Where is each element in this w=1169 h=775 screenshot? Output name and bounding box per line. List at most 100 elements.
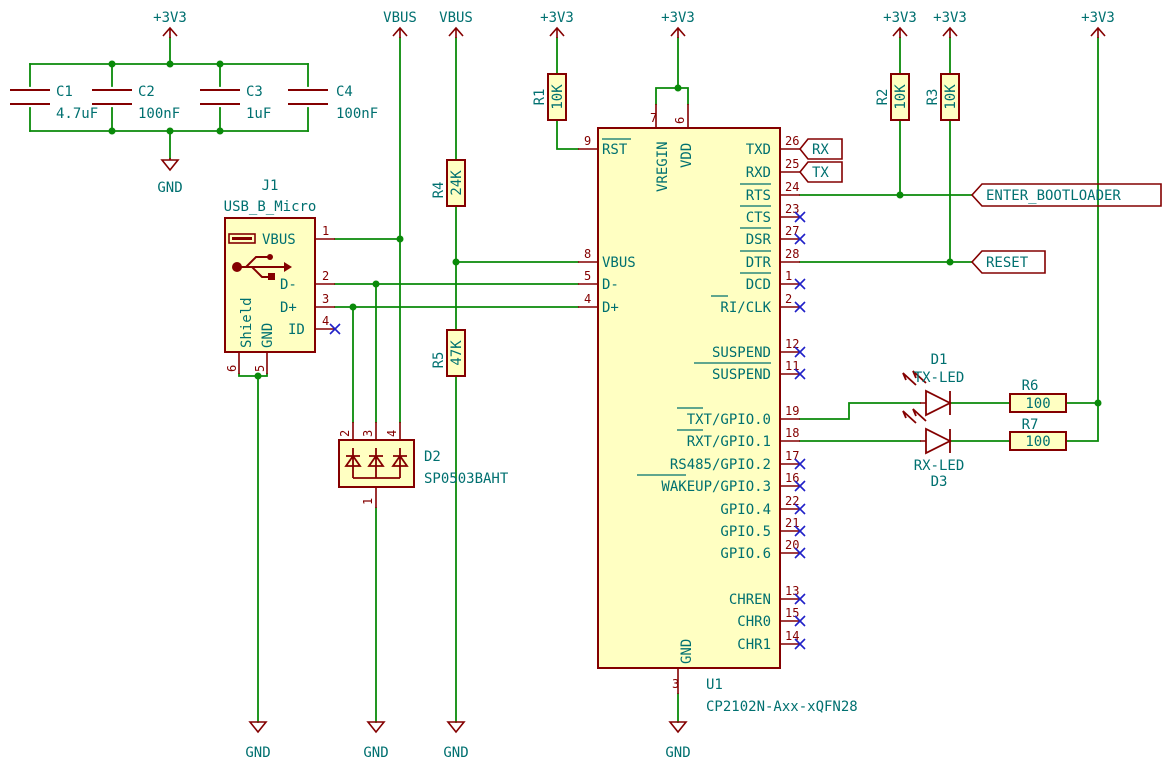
svg-text:R5: R5 <box>431 352 447 369</box>
svg-text:26: 26 <box>785 134 799 148</box>
svg-text:+3V3: +3V3 <box>153 10 187 26</box>
svg-text:3: 3 <box>322 292 329 306</box>
svg-text:28: 28 <box>785 247 799 261</box>
no-connect-j1-id <box>329 323 341 335</box>
svg-text:J1: J1 <box>262 178 279 194</box>
svg-text:GPIO.5: GPIO.5 <box>720 524 771 540</box>
svg-text:DSR: DSR <box>746 232 772 248</box>
svg-text:2: 2 <box>785 292 792 306</box>
junction-dots <box>108 60 1102 407</box>
svg-text:24K: 24K <box>449 170 465 196</box>
svg-text:GND: GND <box>665 745 690 761</box>
svg-text:TX: TX <box>812 165 829 181</box>
power-3v3-c: +3V3 <box>153 10 187 38</box>
svg-text:D+: D+ <box>280 300 297 316</box>
svg-text:R6: R6 <box>1022 378 1039 394</box>
svg-text:C4: C4 <box>336 84 353 100</box>
svg-text:1uF: 1uF <box>246 106 271 122</box>
power-vbus-2: VBUS <box>439 10 473 38</box>
gnd-r5: GND <box>443 721 469 761</box>
svg-text:1: 1 <box>785 269 792 283</box>
svg-text:VBUS: VBUS <box>383 10 417 26</box>
gnd-j1: GND <box>245 721 271 761</box>
svg-text:18: 18 <box>785 426 799 440</box>
svg-text:+3V3: +3V3 <box>661 10 695 26</box>
svg-text:TXD: TXD <box>746 142 771 158</box>
svg-text:C2: C2 <box>138 84 155 100</box>
svg-text:10K: 10K <box>550 84 566 110</box>
svg-text:GND: GND <box>157 180 182 196</box>
led-d3: RX-LED D3 <box>902 408 965 490</box>
svg-text:GND: GND <box>260 323 276 348</box>
power-3v3-u1: +3V3 <box>661 10 695 38</box>
gnd-caps: GND <box>157 158 183 196</box>
svg-text:GND: GND <box>363 745 388 761</box>
svg-text:RESET: RESET <box>986 255 1029 271</box>
net-label-rx: RX <box>798 138 843 160</box>
svg-text:VBUS: VBUS <box>439 10 473 26</box>
svg-text:3: 3 <box>361 430 375 437</box>
svg-text:5: 5 <box>253 365 267 372</box>
svg-text:SUSPEND: SUSPEND <box>712 345 771 361</box>
power-3v3-r1: +3V3 <box>540 10 574 38</box>
svg-text:WAKEUP/GPIO.3: WAKEUP/GPIO.3 <box>661 479 771 495</box>
svg-text:10K: 10K <box>943 84 959 110</box>
svg-text:CP2102N-Axx-xQFN28: CP2102N-Axx-xQFN28 <box>706 699 858 715</box>
svg-text:GND: GND <box>245 745 270 761</box>
capacitor-c1: C1 4.7uF <box>10 84 98 122</box>
svg-text:RI/CLK: RI/CLK <box>720 300 771 316</box>
svg-text:R3: R3 <box>925 89 941 106</box>
svg-text:U1: U1 <box>706 677 723 693</box>
svg-text:7: 7 <box>650 111 657 125</box>
svg-text:C1: C1 <box>56 84 73 100</box>
svg-text:VBUS: VBUS <box>262 232 296 248</box>
svg-text:GND: GND <box>443 745 468 761</box>
led-d1: D1 TX-LED <box>902 352 964 417</box>
svg-text:+3V3: +3V3 <box>540 10 574 26</box>
svg-text:4: 4 <box>385 430 399 437</box>
svg-text:D-: D- <box>280 277 297 293</box>
usb-icon <box>228 233 292 280</box>
svg-text:TXT/GPIO.0: TXT/GPIO.0 <box>687 412 771 428</box>
power-symbols: +3V3 VBUS VBUS +3V3 +3V3 +3V3 +3V3 +3V3 <box>153 10 1115 761</box>
svg-text:CHR1: CHR1 <box>737 637 771 653</box>
svg-text:2: 2 <box>338 430 352 437</box>
svg-text:4: 4 <box>584 292 591 306</box>
connector-j1: J1 USB_B_Micro VBUS D- D+ ID Shield GND … <box>224 178 341 374</box>
svg-text:R2: R2 <box>875 89 891 106</box>
svg-text:RX: RX <box>812 142 829 158</box>
svg-text:6: 6 <box>673 117 687 124</box>
svg-text:8: 8 <box>584 247 591 261</box>
svg-text:100nF: 100nF <box>138 106 180 122</box>
svg-text:RST: RST <box>602 142 628 158</box>
svg-text:RXT/GPIO.1: RXT/GPIO.1 <box>687 434 771 450</box>
svg-text:CTS: CTS <box>746 210 771 226</box>
power-vbus-1: VBUS <box>383 10 417 38</box>
svg-text:RXD: RXD <box>746 165 771 181</box>
svg-text:D3: D3 <box>931 474 948 490</box>
power-3v3-r3: +3V3 <box>933 10 967 38</box>
resistor-r3: 10K R3 <box>925 73 960 121</box>
svg-text:USB_B_Micro: USB_B_Micro <box>224 199 317 215</box>
svg-text:GPIO.6: GPIO.6 <box>720 546 771 562</box>
resistor-r2: 10K R2 <box>875 73 910 121</box>
svg-text:6: 6 <box>225 365 239 372</box>
ic-u1: RST VBUS D- D+ 9 8 5 4 VREGIN VDD 7 6 GN… <box>578 104 858 715</box>
resistor-r1: 10K R1 <box>532 73 567 121</box>
svg-text:DCD: DCD <box>746 277 771 293</box>
net-label-reset: RESET <box>970 250 1046 274</box>
resistor-r6: 100 R6 <box>1009 378 1067 413</box>
svg-text:10K: 10K <box>893 84 909 110</box>
resistor-r7: 100 R7 <box>1009 417 1067 451</box>
svg-text:D-: D- <box>602 277 619 293</box>
svg-text:1: 1 <box>361 498 375 505</box>
svg-text:R4: R4 <box>431 182 447 199</box>
svg-text:RX-LED: RX-LED <box>914 458 965 474</box>
svg-text:24: 24 <box>785 180 799 194</box>
svg-text:47K: 47K <box>449 340 465 366</box>
svg-text:GPIO.4: GPIO.4 <box>720 502 771 518</box>
tvs-d2: 2 3 4 1 D2 SP0503BAHT <box>338 422 509 508</box>
gnd-d2: GND <box>363 721 389 761</box>
capacitor-c2: C2 100nF <box>92 84 180 122</box>
svg-text:4: 4 <box>322 314 329 328</box>
